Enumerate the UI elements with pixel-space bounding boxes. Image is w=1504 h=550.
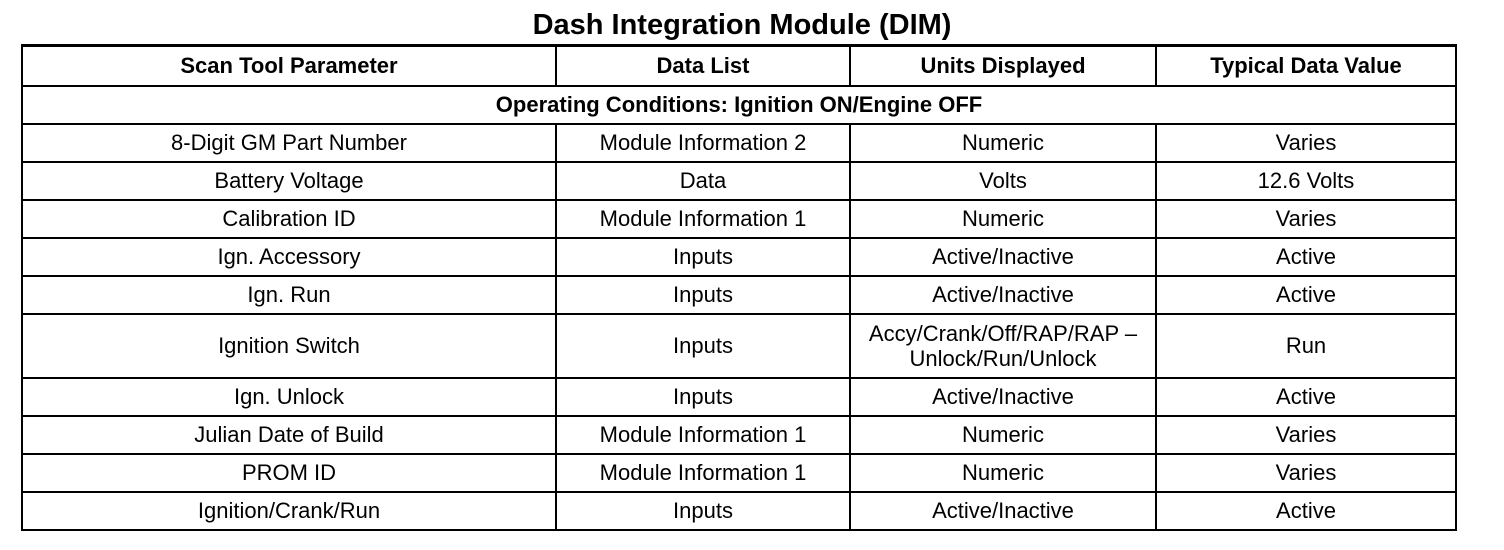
cell-data-list: Inputs [555, 236, 851, 277]
cell-units: Numeric [849, 452, 1157, 493]
cell-parameter: Ignition Switch [21, 312, 557, 379]
cell-units: Active/Inactive [849, 236, 1157, 277]
cell-data-list: Inputs [555, 312, 851, 379]
column-header-units-displayed: Units Displayed [849, 44, 1157, 87]
table-row: Julian Date of Build Module Information … [21, 414, 1457, 455]
table-row: Ign. Accessory Inputs Active/Inactive Ac… [21, 236, 1457, 277]
cell-typical-value: Active [1155, 490, 1457, 531]
cell-parameter: Battery Voltage [21, 160, 557, 201]
cell-typical-value: Varies [1155, 198, 1457, 239]
cell-parameter: Julian Date of Build [21, 414, 557, 455]
table-row: Ign. Unlock Inputs Active/Inactive Activ… [21, 376, 1457, 417]
cell-data-list: Inputs [555, 376, 851, 417]
cell-parameter: Calibration ID [21, 198, 557, 239]
cell-parameter: Ignition/Crank/Run [21, 490, 557, 531]
cell-typical-value: Active [1155, 274, 1457, 315]
cell-units: Numeric [849, 414, 1157, 455]
cell-typical-value: Active [1155, 236, 1457, 277]
cell-data-list: Inputs [555, 490, 851, 531]
cell-typical-value: Active [1155, 376, 1457, 417]
table-row: Ignition Switch Inputs Accy/Crank/Off/RA… [21, 312, 1457, 379]
cell-data-list: Module Information 1 [555, 452, 851, 493]
table-row: PROM ID Module Information 1 Numeric Var… [21, 452, 1457, 493]
cell-parameter: Ign. Run [21, 274, 557, 315]
cell-units: Active/Inactive [849, 490, 1157, 531]
cell-data-list: Data [555, 160, 851, 201]
column-header-data-list: Data List [555, 44, 851, 87]
cell-units: Numeric [849, 122, 1157, 163]
section-heading: Operating Conditions: Ignition ON/Engine… [21, 84, 1457, 125]
cell-units: Active/Inactive [849, 274, 1157, 315]
cell-data-list: Module Information 1 [555, 198, 851, 239]
page-title: Dash Integration Module (DIM) [532, 9, 952, 41]
cell-typical-value: Run [1155, 312, 1457, 379]
cell-data-list: Module Information 1 [555, 414, 851, 455]
cell-parameter: 8-Digit GM Part Number [21, 122, 557, 163]
cell-typical-value: 12.6 Volts [1155, 160, 1457, 201]
dim-data-table: Scan Tool Parameter Data List Units Disp… [21, 44, 1457, 531]
table-row: Battery Voltage Data Volts 12.6 Volts [21, 160, 1457, 201]
table-header-row: Scan Tool Parameter Data List Units Disp… [21, 44, 1457, 87]
cell-units: Volts [849, 160, 1157, 201]
section-row: Operating Conditions: Ignition ON/Engine… [21, 84, 1457, 125]
cell-typical-value: Varies [1155, 122, 1457, 163]
cell-parameter: Ign. Unlock [21, 376, 557, 417]
cell-data-list: Inputs [555, 274, 851, 315]
table-row: 8-Digit GM Part Number Module Informatio… [21, 122, 1457, 163]
table-row: Ignition/Crank/Run Inputs Active/Inactiv… [21, 490, 1457, 531]
column-header-scan-tool-parameter: Scan Tool Parameter [21, 44, 557, 87]
cell-typical-value: Varies [1155, 414, 1457, 455]
cell-units: Accy/Crank/Off/RAP/RAP – Unlock/Run/Unlo… [849, 312, 1157, 379]
cell-parameter: PROM ID [21, 452, 557, 493]
cell-units: Numeric [849, 198, 1157, 239]
column-header-typical-data-value: Typical Data Value [1155, 44, 1457, 87]
table-row: Calibration ID Module Information 1 Nume… [21, 198, 1457, 239]
cell-typical-value: Varies [1155, 452, 1457, 493]
cell-units: Active/Inactive [849, 376, 1157, 417]
cell-parameter: Ign. Accessory [21, 236, 557, 277]
table-row: Ign. Run Inputs Active/Inactive Active [21, 274, 1457, 315]
cell-data-list: Module Information 2 [555, 122, 851, 163]
